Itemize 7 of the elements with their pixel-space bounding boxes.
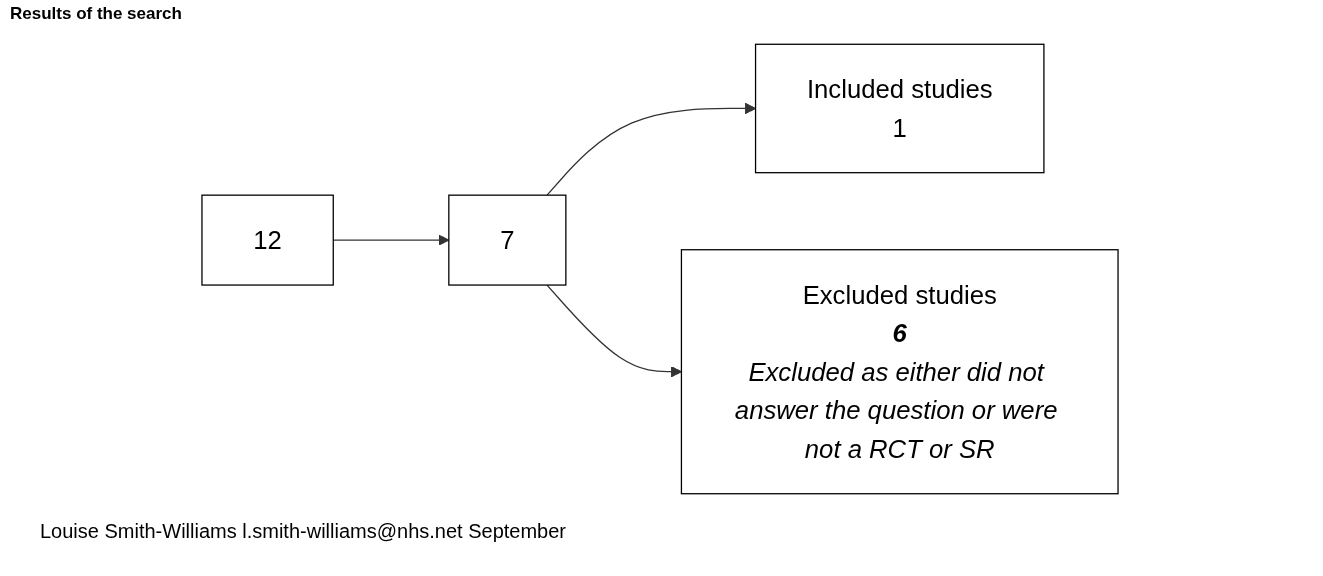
footer-note: Louise Smith-Williams l.smith-williams@nhs.net September bbox=[40, 520, 566, 543]
node-box: 12 bbox=[201, 194, 334, 286]
node-box: 7 bbox=[448, 194, 567, 286]
arrow bbox=[546, 284, 682, 378]
node-box: Excluded studies 6 Excluded as either did not answer the question or were not a RCT or SR bbox=[680, 249, 1119, 495]
node-box: Included studies 1 bbox=[754, 43, 1045, 174]
diagram-title: Results of the search bbox=[10, 4, 182, 24]
